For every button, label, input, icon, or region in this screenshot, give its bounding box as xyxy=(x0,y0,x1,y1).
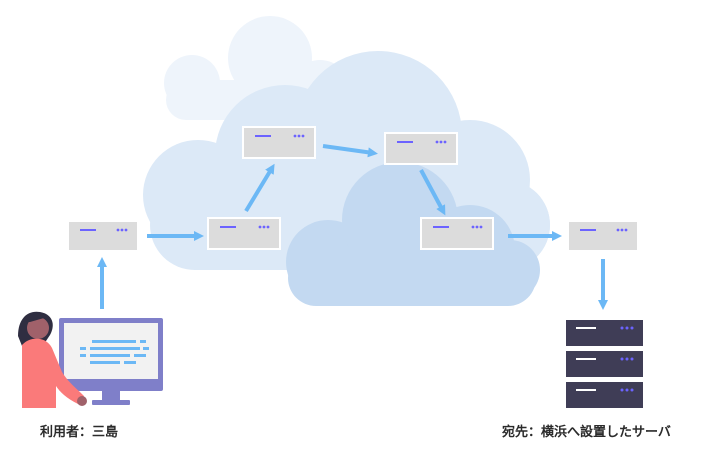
server-rack-icon xyxy=(566,320,643,408)
router-icon xyxy=(242,126,316,159)
shirt-shape xyxy=(22,338,84,408)
screen-code-lines xyxy=(80,340,149,364)
router-icon xyxy=(67,220,139,252)
face-shape xyxy=(27,317,49,339)
destination-label: 宛先：横浜へ設置したサーバ xyxy=(502,425,671,440)
desktop-computer-icon xyxy=(59,318,163,405)
hair-front xyxy=(26,313,50,322)
arrow-router4-to-router5 xyxy=(419,169,446,216)
arrow-router3-to-router4 xyxy=(322,144,378,158)
router-icon xyxy=(207,217,281,250)
user-label: 利用者：三島 xyxy=(40,425,119,440)
connection-arrows xyxy=(97,144,608,310)
router-icon xyxy=(384,132,458,165)
person-icon xyxy=(18,311,87,408)
hand-shape xyxy=(77,396,87,406)
router-icon xyxy=(420,217,494,250)
router-icon xyxy=(567,220,639,252)
arrow-router2-to-router3 xyxy=(244,163,275,213)
